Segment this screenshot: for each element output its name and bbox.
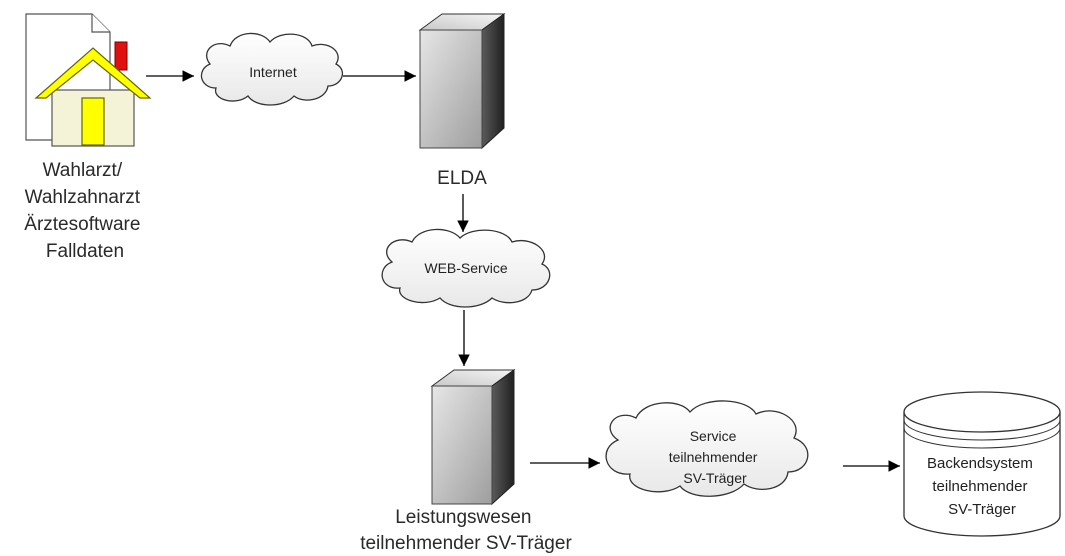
backend-label-line: SV-Träger	[948, 501, 1016, 518]
wahlarzt-label-line: Wahlzahnarzt	[25, 187, 141, 208]
elda-server-icon	[418, 13, 506, 150]
wahlarzt-label-line: Ärztesoftware	[24, 214, 140, 235]
database-icon	[903, 391, 1061, 537]
backend-label-line: Backendsystem	[927, 455, 1033, 472]
service-sv-label-line: teilnehmender	[669, 449, 758, 465]
leistungswesen-label-line: teilnehmender SV-Träger	[360, 533, 572, 554]
backend-label: Backendsystem teilnehmender SV-Träger	[927, 455, 1037, 518]
web-service-label: WEB-Service	[424, 260, 507, 276]
elda-label: ELDA	[437, 168, 487, 189]
house-document-icon	[25, 13, 152, 147]
internet-label: Internet	[249, 64, 297, 80]
leistungswesen-label: Leistungswesen teilnehmender SV-Träger	[360, 507, 572, 554]
service-sv-label-line: SV-Träger	[683, 470, 747, 486]
leistungswesen-label-line: Leistungswesen	[395, 507, 531, 528]
service-sv-label: Service teilnehmender SV-Träger	[669, 428, 762, 486]
internet-cloud-icon	[200, 32, 344, 106]
service-sv-cloud-icon	[605, 400, 809, 497]
wahlarzt-label-line: Falldaten	[46, 241, 124, 262]
wahlarzt-label: Wahlarzt/ Wahlzahnarzt Ärztesoftware Fal…	[24, 160, 145, 262]
wahlarzt-label-line: Wahlarzt/	[43, 160, 123, 181]
leistungswesen-server-icon	[430, 369, 516, 506]
backend-label-line: teilnehmender	[932, 478, 1027, 495]
service-sv-label-line: Service	[690, 428, 737, 444]
web-service-cloud-icon	[381, 228, 551, 308]
